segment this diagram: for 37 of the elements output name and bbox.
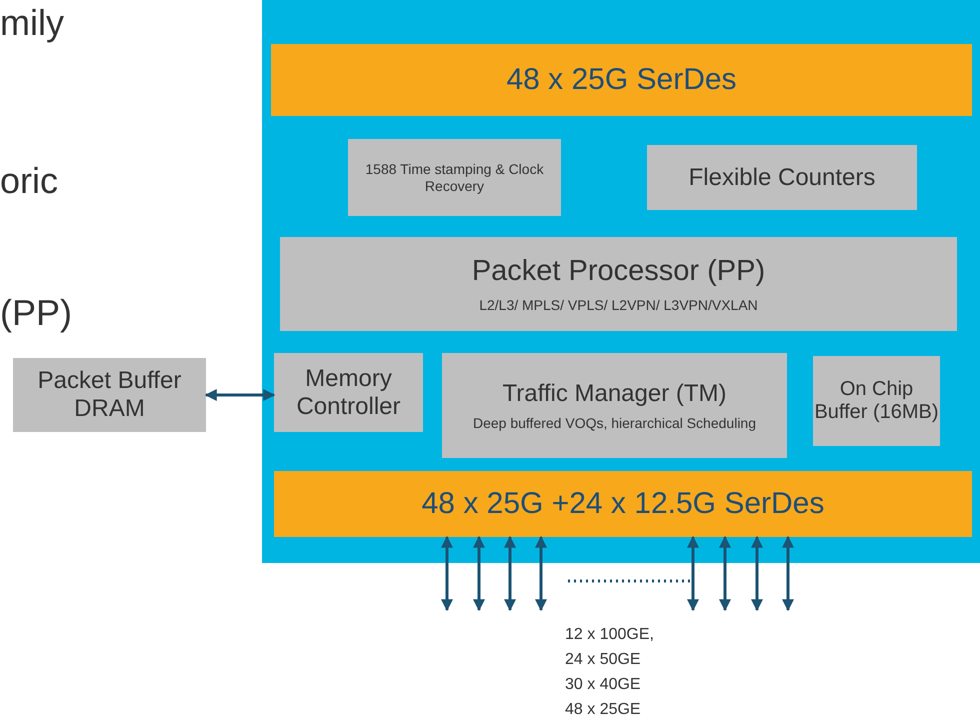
- arrow: [782, 536, 794, 612]
- node-title: 48 x 25G +24 x 12.5G SerDes: [422, 486, 824, 522]
- node-title: 48 x 25G SerDes: [506, 62, 737, 98]
- function-block: [280, 237, 957, 331]
- memory-block: [13, 358, 206, 432]
- text-label: 30 x 40GE: [565, 676, 641, 694]
- arrow: [473, 536, 485, 612]
- node-title: Traffic Manager (TM): [502, 380, 727, 408]
- serdes-bar: [274, 471, 972, 537]
- arrow: [504, 536, 516, 612]
- function-block: [348, 139, 561, 216]
- function-block: [442, 353, 787, 458]
- node-title: Memory Controller: [295, 364, 402, 420]
- arrow: [687, 536, 699, 612]
- text-label: (PP): [0, 292, 72, 334]
- node-title: On Chip Buffer (16MB): [813, 378, 940, 424]
- node-title: 1588 Time stamping & Clock Recovery: [364, 161, 545, 194]
- function-block: [813, 356, 940, 446]
- node-title: Packet Buffer DRAM: [36, 367, 182, 423]
- text-label: mily: [0, 2, 64, 44]
- node-description: L2/L3/ MPLS/ VPLS/ L2VPN/ L3VPN/VXLAN: [479, 296, 758, 313]
- text-label: 48 x 25GE: [565, 701, 641, 719]
- node-title: Packet Processor (PP): [472, 255, 766, 289]
- node-title: Flexible Counters: [688, 164, 876, 192]
- arrow: [751, 536, 763, 612]
- function-block: [274, 353, 423, 432]
- text-label: oric: [0, 160, 58, 202]
- arrow: [204, 389, 276, 401]
- serdes-bar: [271, 44, 972, 116]
- arrow: [535, 536, 547, 612]
- function-block: [647, 145, 917, 210]
- node-description: Deep buffered VOQs, hierarchical Scheduling: [472, 415, 756, 432]
- text-label: 24 x 50GE: [565, 651, 641, 669]
- text-label: 12 x 100GE,: [565, 626, 654, 644]
- arrow: [719, 536, 731, 612]
- chip-block: [262, 0, 980, 563]
- arrow: [441, 536, 453, 612]
